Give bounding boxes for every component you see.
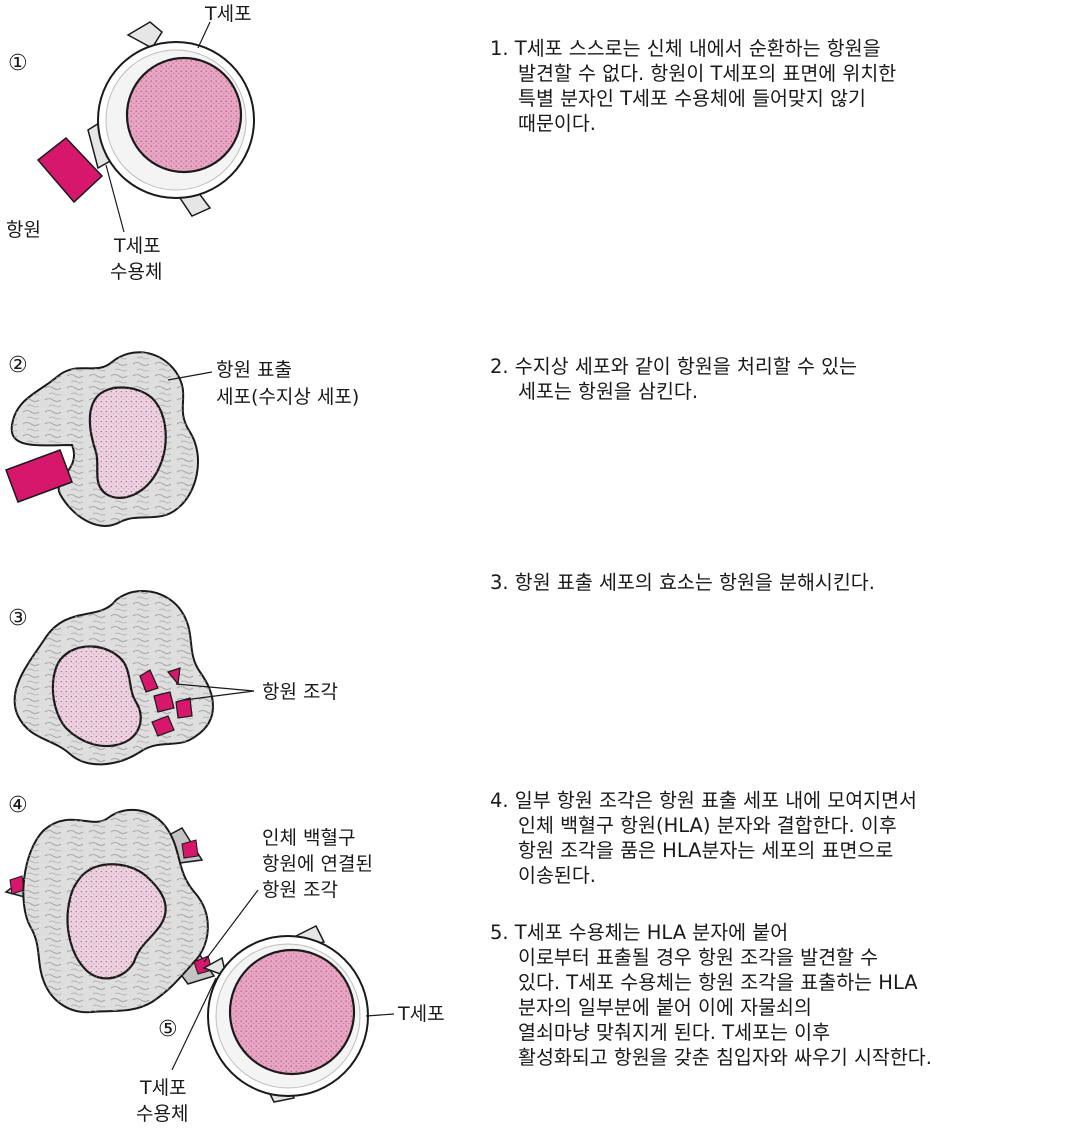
step-text-line: 이송된다. (518, 864, 596, 887)
t-cell-receptor-label-line-1: T세포 (139, 1077, 187, 1099)
panel-4: ④ 인체 백혈구 항원에 연결된 항원 조각 (4, 793, 373, 1014)
step-3-text: 3. 항원 표출 세포의 효소는 항원을 분해시킨다. (490, 570, 1070, 595)
apc-label-line-1: 항원 표출 (216, 359, 292, 381)
step-text-line: 세포는 항원을 삼킨다. (518, 380, 699, 403)
panel-5: ⑤ T세포 T세포 수용체 (136, 924, 445, 1125)
step-text-line: 특별 분자인 T세포 수용체에 들어맞지 않기 (518, 87, 866, 110)
dendritic-cell-nucleus-texture (89, 387, 166, 498)
leader-line (167, 371, 213, 381)
panel-5-number: ⑤ (158, 1017, 178, 1042)
step-text-line: 4. 일부 항원 조각은 항원 표출 세포 내에 모여지면서 (490, 789, 917, 812)
leader-line (175, 683, 255, 692)
t-cell-receptor-label-line-2: 수용체 (136, 1103, 188, 1125)
leader-line (203, 889, 259, 963)
antigen-fragment (153, 691, 175, 713)
step-text-line: 인체 백혈구 항원(HLA) 분자와 결합한다. 이후 (518, 814, 897, 837)
antigen-fragment (151, 715, 175, 737)
antigen-shape (36, 136, 104, 204)
panel-4-number: ④ (8, 793, 28, 818)
step-text-line: 활성화되고 항원을 갖춘 침입자와 싸우기 시작한다. (518, 1046, 932, 1069)
apc-cell-nucleus-texture (67, 864, 166, 979)
step-text-line: 2. 수지상 세포와 같이 항원을 처리할 수 있는 (490, 355, 857, 378)
panel-3: ③ 항원 조각 (8, 589, 338, 766)
leader-line (183, 690, 255, 701)
t-cell-receptor-label-line-2: 수용체 (110, 261, 162, 283)
antigen-fragment (181, 839, 199, 859)
antigen-label: 항원 (6, 219, 41, 241)
antigen-fragment (139, 669, 159, 693)
hla-label-line-3: 항원 조각 (262, 879, 338, 901)
t-cell-receptor-label-line-1: T세포 (113, 235, 161, 257)
step-text-line: 이로부터 표출될 경우 항원 조각을 발견할 수 (518, 946, 879, 969)
panel-2-number: ② (8, 353, 28, 378)
t-cell-receptor-shape (126, 21, 163, 49)
panel-2: ② 항원 표출 세포(수지상 세포) (5, 351, 359, 527)
t-cell-label: T세포 (397, 1003, 445, 1025)
hla-label-line-1: 인체 백혈구 (262, 827, 355, 849)
step-1-text: 1. T세포 스스로는 신체 내에서 순환하는 항원을 발견할 수 없다. 항원… (490, 36, 1070, 136)
fragments-label: 항원 조각 (262, 681, 338, 703)
step-text-line: 발견할 수 없다. 항원이 T세포의 표면에 위치한 (518, 62, 897, 85)
leader-line (105, 164, 125, 233)
leader-line (171, 977, 217, 1071)
step-text-line: 있다. T세포 수용체는 항원 조각을 표출하는 HLA (518, 971, 918, 994)
panel-1: ① T세포 항원 T세포 수용체 (6, 3, 255, 283)
t-cell-label: T세포 (204, 3, 252, 25)
leader-line (365, 1013, 395, 1017)
antigen-fragment (166, 667, 181, 686)
step-2-text: 2. 수지상 세포와 같이 항원을 처리할 수 있는 세포는 항원을 삼킨다. (490, 354, 1070, 404)
step-text-line: 항원 조각을 품은 HLA분자는 세포의 표면으로 (518, 839, 894, 862)
step-4-text: 4. 일부 항원 조각은 항원 표출 세포 내에 모여지면서 인체 백혈구 항원… (490, 788, 1070, 888)
antigen-shape (5, 449, 73, 503)
t-cell-nucleus-texture (128, 59, 240, 171)
leader-line (197, 21, 211, 49)
panel-1-number: ① (8, 51, 28, 76)
t-cell-nucleus-texture (231, 951, 353, 1073)
hla-label-line-2: 항원에 연결된 (262, 853, 373, 875)
step-text-line: 3. 항원 표출 세포의 효소는 항원을 분해시킨다. (490, 571, 875, 594)
step-text-line: 1. T세포 스스로는 신체 내에서 순환하는 항원을 (490, 37, 881, 60)
antigen-fragment (175, 697, 193, 719)
apc-label-line-2: 세포(수지상 세포) (216, 386, 359, 408)
apc-cell-nucleus-texture (52, 646, 141, 747)
step-text-line: 열쇠마냥 맞춰지게 된다. T세포는 이후 (518, 1021, 831, 1044)
step-text-line: 분자의 일부분에 붙어 이에 자물쇠의 (518, 996, 812, 1019)
step-text-line: 때문이다. (518, 112, 596, 135)
step-text-line: 5. T세포 수용체는 HLA 분자에 붙어 (490, 921, 789, 944)
step-5-text: 5. T세포 수용체는 HLA 분자에 붙어 이로부터 표출될 경우 항원 조각… (490, 920, 1070, 1070)
panel-3-number: ③ (8, 606, 28, 631)
